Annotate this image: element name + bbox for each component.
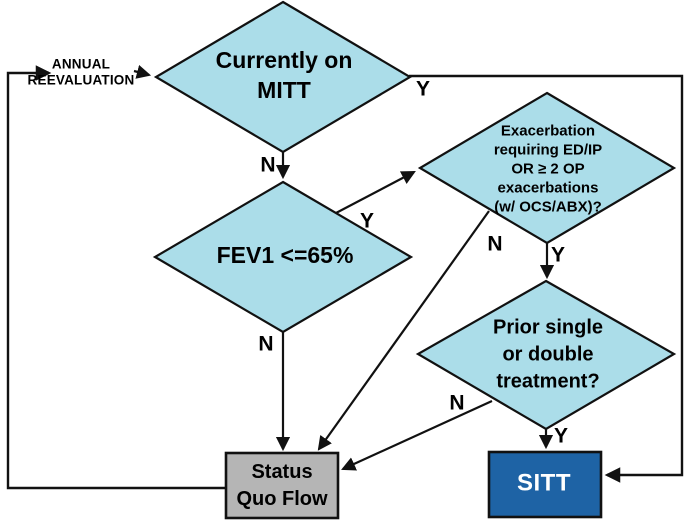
exacerbation-yes-label: Y [550, 243, 566, 267]
sitt-label: SITT [517, 469, 571, 497]
node-currently-on-mitt [153, 0, 413, 154]
fev1-no-label: N [258, 332, 274, 356]
edge-prior-no-to-statusquo [341, 399, 493, 471]
prior-no-label: N [449, 391, 465, 415]
currently-on-mitt-label: Currently on MITT [215, 47, 353, 103]
edge-fev1-yes-to-exacerbation [335, 171, 416, 214]
node-fev1 [152, 180, 414, 334]
prior-treatment-label: Prior single or double treatment? [492, 316, 604, 393]
exacerbation-no-label: N [487, 232, 503, 256]
edge-annual-to-mitt [133, 64, 152, 79]
edge-exacerbation-no-to-statusquo [317, 210, 490, 451]
node-sitt [487, 450, 603, 519]
mitt-no-label: N [260, 153, 276, 177]
fev1-yes-label: Y [359, 209, 375, 233]
mitt-yes-label: Y [415, 77, 431, 101]
edge-mitt-yes-to-sitt [409, 74, 684, 483]
exacerbation-label: Exacerbation requiring ED/IP OR ≥ 2 OP e… [493, 122, 603, 216]
node-status-quo-flow [224, 451, 340, 520]
fev1-label: FEV1 <=65% [216, 242, 354, 269]
node-exacerbation [417, 91, 677, 245]
node-prior-treatment [415, 279, 677, 431]
edge-statusquo-to-annual [6, 65, 226, 490]
status-quo-flow-label: Status Quo Flow [236, 461, 328, 510]
annual-reevaluation-label: ANNUAL REEVALUATION [27, 56, 135, 87]
prior-yes-label: Y [553, 424, 569, 448]
